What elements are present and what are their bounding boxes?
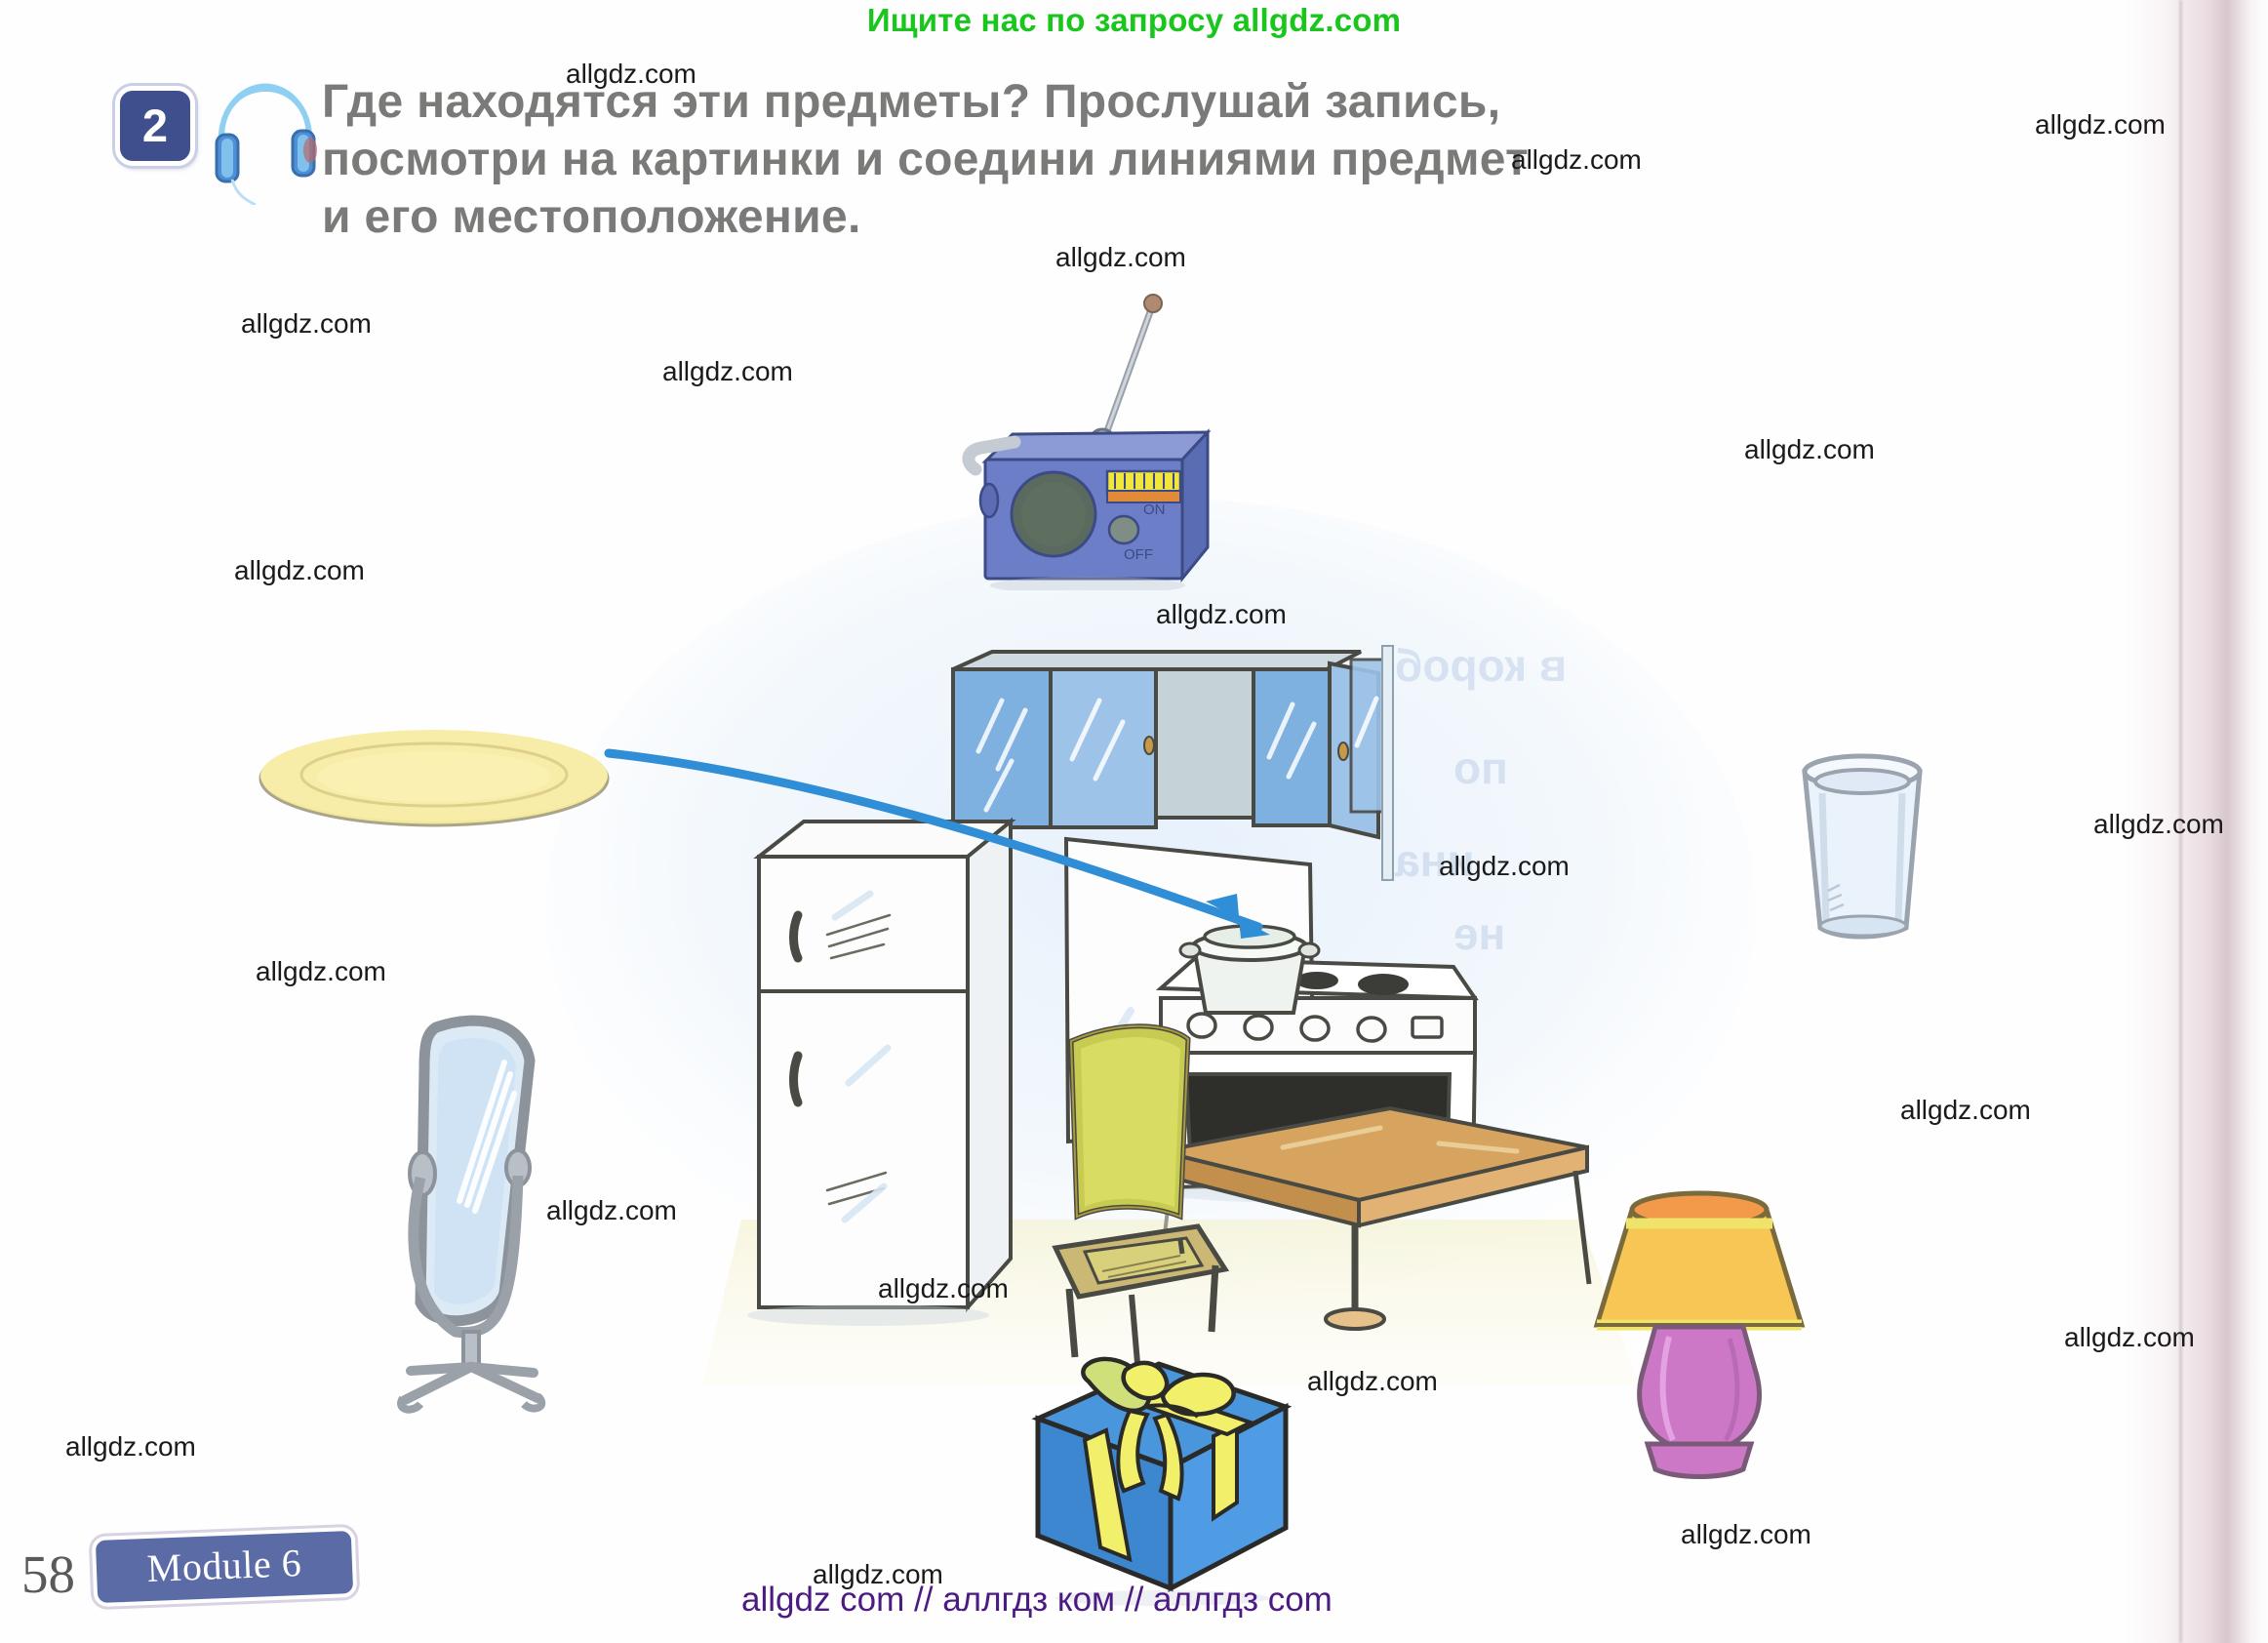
svg-text:OFF: OFF [1124, 546, 1153, 563]
watermark-text: allgdz.com [1744, 434, 1875, 464]
floor-mirror [397, 1015, 546, 1414]
chair [1052, 1023, 1230, 1364]
watermark-text: allgdz.com [566, 59, 696, 89]
bleed-through-word: не [1453, 908, 1506, 959]
svg-text:ON: ON [1143, 501, 1166, 518]
table-lamp [1593, 1190, 1806, 1479]
drinking-glass [1802, 753, 1923, 940]
watermark-text: allgdz.com [662, 356, 793, 386]
watermark-text: allgdz.com [65, 1431, 196, 1462]
page-edge-line [2179, 0, 2182, 1643]
promo-footer-text: allgdz com // аллгдз ком // аллгдз com [741, 1581, 1333, 1619]
instruction-line-1: Где находятся эти предметы? Прослушай за… [322, 76, 1501, 128]
bleed-through-word: по [1453, 742, 1508, 793]
wall-cupboard [951, 645, 1394, 881]
refrigerator [747, 817, 1016, 1326]
radio: ON OFF [962, 294, 1212, 590]
instruction-text: Где находятся эти предметы? Прослушай за… [322, 73, 1912, 246]
watermark-text: allgdz.com [1681, 1519, 1811, 1549]
watermark-text: allgdz.com [1307, 1366, 1438, 1396]
bleed-through-word: в короб [1395, 640, 1568, 691]
match-line-plate-to-stove [604, 748, 1270, 939]
page-number: 58 [21, 1544, 75, 1604]
instruction-line-2: посмотри на картинки и соедини линиями п… [322, 134, 1529, 186]
watermark-text: allgdz.com [1439, 851, 1570, 881]
watermark-text: allgdz.com [256, 956, 386, 986]
watermark-text: allgdz.com [813, 1559, 943, 1589]
watermark-text: allgdz.com [1055, 242, 1186, 272]
module-label: Module 6 [91, 1526, 358, 1608]
watermark-text: allgdz.com [1511, 144, 1642, 175]
plate [259, 730, 610, 827]
gift-box [1031, 1356, 1293, 1606]
watermark-text: allgdz.com [1900, 1095, 2031, 1125]
watermark-text: allgdz.com [2093, 809, 2224, 839]
watermark-text: allgdz.com [546, 1195, 677, 1225]
watermark-text: allgdz.com [234, 555, 365, 585]
dining-table [1158, 1105, 1592, 1331]
headphones-icon [215, 83, 317, 205]
task-number-badge: 2 [115, 86, 195, 166]
watermark-text: allgdz.com [2035, 109, 2166, 140]
instruction-line-3: и его местоположение. [322, 191, 861, 244]
promo-banner: Ищите нас по запросу allgdz.com [866, 2, 1402, 38]
watermark-text: allgdz.com [1156, 599, 1287, 629]
watermark-text: allgdz.com [2064, 1322, 2195, 1352]
watermark-text: allgdz.com [241, 308, 372, 339]
watermark-text: allgdz.com [878, 1273, 1009, 1303]
